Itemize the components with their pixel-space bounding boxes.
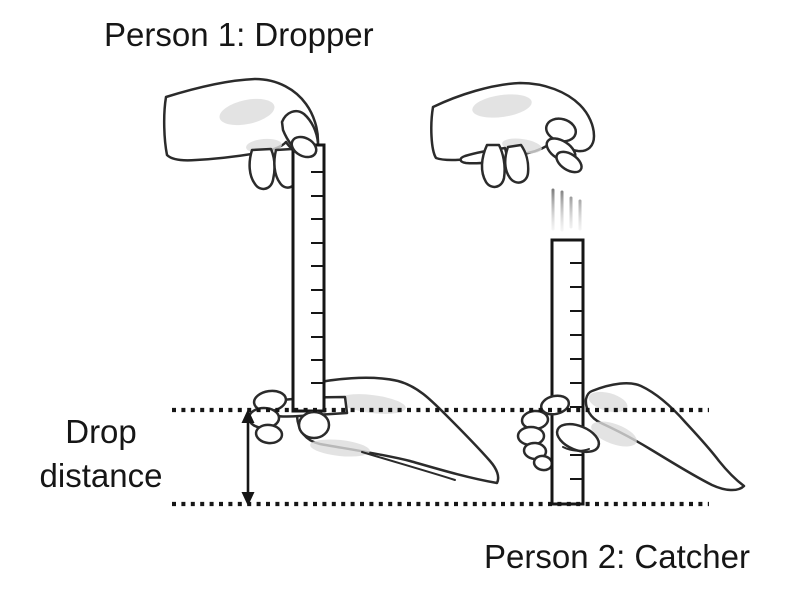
catcher-open-hand-icon: [247, 376, 500, 485]
gripping-fingers-icon: [516, 409, 554, 472]
person2-caption: Person 2: Catcher: [484, 538, 750, 575]
dropper-thumbnail-icon: [290, 135, 318, 159]
ruler-caught-icon: [550, 238, 585, 506]
person1-title: Person 1: Dropper: [104, 16, 374, 53]
released-hand-icon: [430, 81, 596, 189]
motion-lines-icon: [551, 188, 582, 232]
drop-distance-label: Drop distance: [5, 410, 197, 498]
drop-distance-label-line1: Drop: [65, 413, 137, 450]
ruler-held-icon: [291, 143, 326, 413]
drop-distance-label-line2: distance: [39, 457, 163, 494]
drop-distance-arrow: [241, 409, 255, 506]
catcher-thumb-icon: [297, 410, 331, 440]
